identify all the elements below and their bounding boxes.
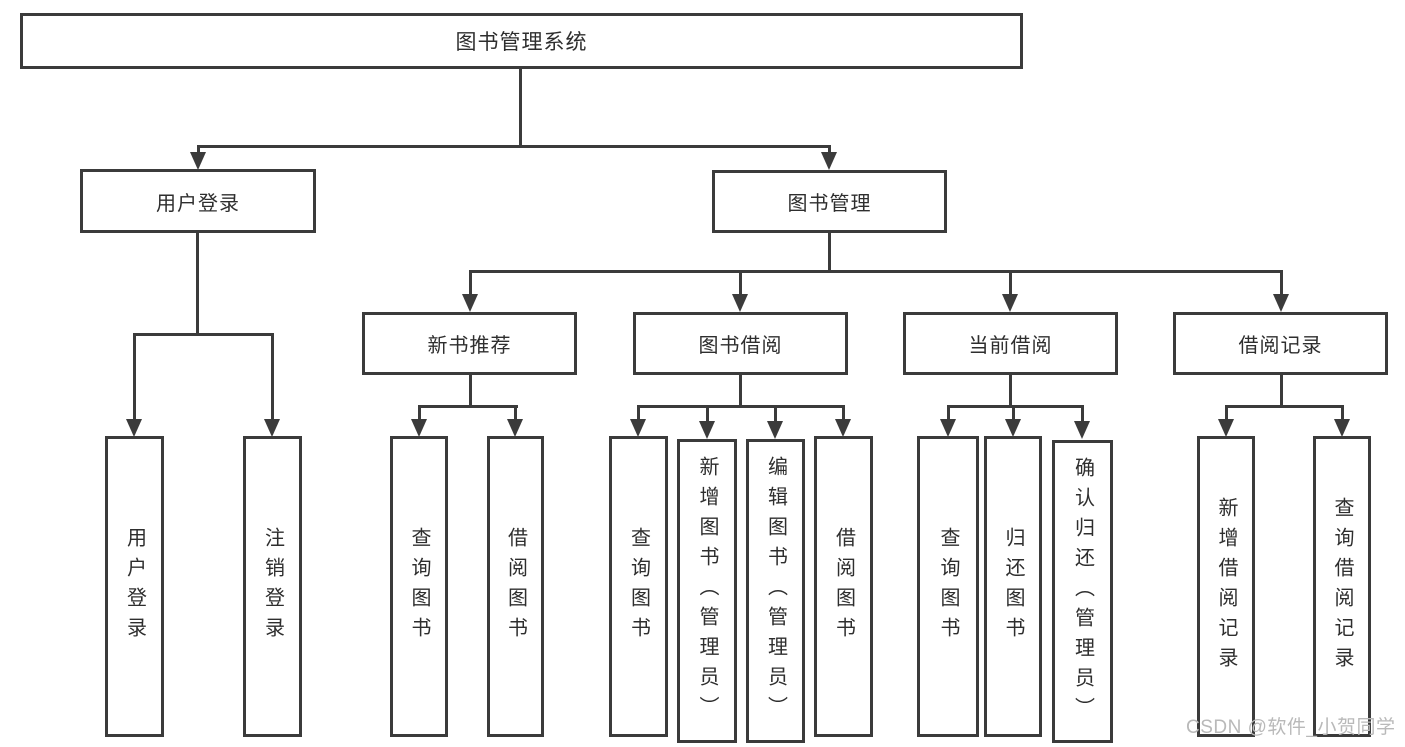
connector-line — [1009, 270, 1012, 296]
connector-line — [739, 375, 742, 407]
connector-line — [418, 405, 518, 408]
leaf-logout-label: 注销登录 — [261, 526, 284, 647]
leaf-borrow-books-label: 借阅图书 — [832, 526, 855, 647]
arrowhead-icon — [190, 152, 206, 170]
node-root: 图书管理系统 — [20, 13, 1023, 69]
leaf-query-books-current-label: 查询图书 — [937, 526, 959, 647]
leaf-return-books: 归还图书 — [984, 436, 1042, 737]
leaf-add-borrow-record: 新增借阅记录 — [1197, 436, 1255, 737]
connector-line — [133, 333, 274, 336]
arrowhead-icon — [1005, 419, 1021, 437]
node-book-borrow: 图书借阅 — [633, 312, 848, 375]
leaf-query-books-borrow-label: 查询图书 — [627, 526, 650, 647]
connector-line — [1009, 375, 1012, 407]
node-current-borrow-label: 当前借阅 — [968, 335, 1053, 357]
node-root-label: 图书管理系统 — [455, 31, 588, 54]
connector-line — [739, 270, 742, 296]
connector-line — [514, 405, 517, 421]
connector-line — [196, 233, 199, 334]
arrowhead-icon — [1002, 294, 1018, 312]
connector-line — [469, 375, 472, 407]
connector-line — [828, 145, 831, 157]
connector-line — [1280, 375, 1283, 407]
arrowhead-icon — [699, 421, 715, 439]
connector-line — [774, 405, 777, 421]
leaf-query-books-borrow: 查询图书 — [609, 436, 668, 737]
connector-line — [133, 333, 136, 421]
connector-line — [197, 145, 831, 148]
arrowhead-icon — [630, 419, 646, 437]
connector-line — [1280, 270, 1283, 296]
node-book-management: 图书管理 — [712, 170, 947, 233]
connector-line — [637, 405, 844, 408]
watermark-text: CSDN @软件_小贺同学 — [1186, 717, 1396, 738]
connector-line — [842, 405, 845, 421]
leaf-user-login: 用户登录 — [105, 436, 164, 737]
arrowhead-icon — [264, 419, 280, 437]
node-borrow-records-label: 借阅记录 — [1238, 335, 1323, 357]
leaf-add-borrow-record-label: 新增借阅记录 — [1215, 496, 1237, 677]
arrowhead-icon — [1218, 419, 1234, 437]
connector-line — [947, 405, 950, 421]
connector-line — [418, 405, 421, 421]
leaf-add-books-admin: 新增图书（管理员） — [677, 439, 737, 743]
arrowhead-icon — [835, 419, 851, 437]
leaf-edit-books-admin: 编辑图书（管理员） — [746, 439, 805, 743]
node-book-management-label: 图书管理 — [787, 193, 872, 215]
leaf-borrow-books: 借阅图书 — [814, 436, 873, 737]
connector-line — [1081, 405, 1084, 421]
connector-line — [1225, 405, 1343, 408]
node-new-book-recommend-label: 新书推荐 — [427, 335, 512, 357]
leaf-query-books-recommend-label: 查询图书 — [408, 526, 430, 647]
leaf-borrow-books-recommend-label: 借阅图书 — [504, 526, 527, 647]
arrowhead-icon — [411, 419, 427, 437]
leaf-confirm-return-admin-label: 确认归还（管理员） — [1071, 456, 1094, 727]
connector-line — [1341, 405, 1344, 421]
connector-line — [637, 405, 640, 421]
connector-line — [1225, 405, 1228, 421]
arrowhead-icon — [1273, 294, 1289, 312]
leaf-query-books-recommend: 查询图书 — [390, 436, 448, 737]
leaf-user-login-label: 用户登录 — [123, 526, 146, 647]
connector-line — [469, 270, 1282, 273]
connector-line — [469, 270, 472, 296]
leaf-return-books-label: 归还图书 — [1002, 526, 1024, 647]
connector-line — [271, 333, 274, 421]
leaf-confirm-return-admin: 确认归还（管理员） — [1052, 440, 1113, 743]
node-user-login-label: 用户登录 — [156, 192, 240, 215]
node-borrow-records: 借阅记录 — [1173, 312, 1388, 375]
arrowhead-icon — [821, 152, 837, 170]
leaf-edit-books-admin-label: 编辑图书（管理员） — [764, 456, 787, 726]
arrowhead-icon — [126, 419, 142, 437]
arrowhead-icon — [1334, 419, 1350, 437]
leaf-logout: 注销登录 — [243, 436, 302, 737]
connector-line — [519, 68, 522, 146]
connector-line — [1012, 405, 1015, 421]
node-user-login: 用户登录 — [80, 169, 316, 233]
arrowhead-icon — [767, 421, 783, 439]
connector-line — [828, 233, 831, 272]
connector-line — [706, 405, 709, 421]
arrowhead-icon — [1074, 421, 1090, 439]
node-current-borrow: 当前借阅 — [903, 312, 1118, 375]
connector-line — [947, 405, 1083, 408]
leaf-query-books-current: 查询图书 — [917, 436, 979, 737]
node-new-book-recommend: 新书推荐 — [362, 312, 577, 375]
arrowhead-icon — [507, 419, 523, 437]
leaf-query-borrow-record: 查询借阅记录 — [1313, 436, 1371, 737]
connector-line — [197, 145, 200, 157]
arrowhead-icon — [462, 294, 478, 312]
arrowhead-icon — [940, 419, 956, 437]
node-book-borrow-label: 图书借阅 — [698, 335, 783, 357]
arrowhead-icon — [732, 294, 748, 312]
leaf-add-books-admin-label: 新增图书（管理员） — [696, 456, 718, 726]
leaf-borrow-books-recommend: 借阅图书 — [487, 436, 544, 737]
leaf-query-borrow-record-label: 查询借阅记录 — [1331, 496, 1353, 677]
